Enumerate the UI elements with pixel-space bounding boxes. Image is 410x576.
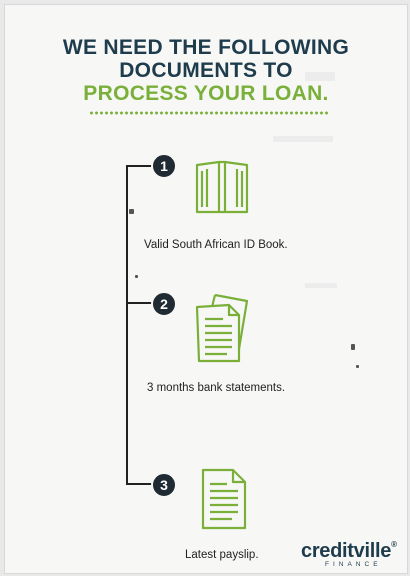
id-book-icon [195, 160, 249, 214]
logo-subtitle: FINANCE [325, 561, 382, 568]
logo-wordmark-ville: ville [353, 540, 392, 562]
step-3-badge: 3 [151, 472, 177, 498]
timeline-branch [126, 165, 158, 167]
scan-speck [135, 275, 138, 278]
timeline-branch [126, 483, 158, 485]
show-through-shadow: ▬▬▬ [273, 125, 333, 147]
step-1-badge: 1 [151, 153, 177, 179]
show-through-shadow: ▬ [305, 55, 335, 88]
show-through-shadow: ▬▬ [305, 275, 337, 292]
bank-statements-icon [195, 293, 249, 363]
step-3-caption: Latest payslip. [185, 549, 259, 561]
timeline-line [126, 165, 128, 485]
payslip-icon [201, 468, 247, 530]
scan-speck [356, 365, 359, 368]
heading-line-3: PROCESS YOUR LOAN. [83, 82, 329, 105]
logo-wordmark-credit: credit [301, 540, 354, 562]
scan-speck [129, 209, 134, 214]
step-2-caption: 3 months bank statements. [147, 382, 286, 394]
heading-line-2: DOCUMENTS TO [119, 59, 293, 82]
step-1-caption: Valid South African ID Book. [144, 239, 288, 251]
heading-line-1: WE NEED THE FOLLOWING [62, 36, 350, 59]
scan-speck [351, 344, 355, 350]
logo-wordmark: creditville® [301, 540, 397, 563]
step-2-badge: 2 [151, 291, 177, 317]
dotted-divider [89, 111, 329, 115]
logo-registered-mark: ® [391, 540, 397, 549]
creditville-logo: creditville® FINANCE [301, 540, 397, 568]
page-heading: WE NEED THE FOLLOWING DOCUMENTS TO PROCE… [5, 36, 407, 105]
document-page: ▬ ▬▬▬ ▬▬ WE NEED THE FOLLOWING DOCUMENTS… [4, 4, 408, 574]
timeline-branch [126, 302, 158, 304]
